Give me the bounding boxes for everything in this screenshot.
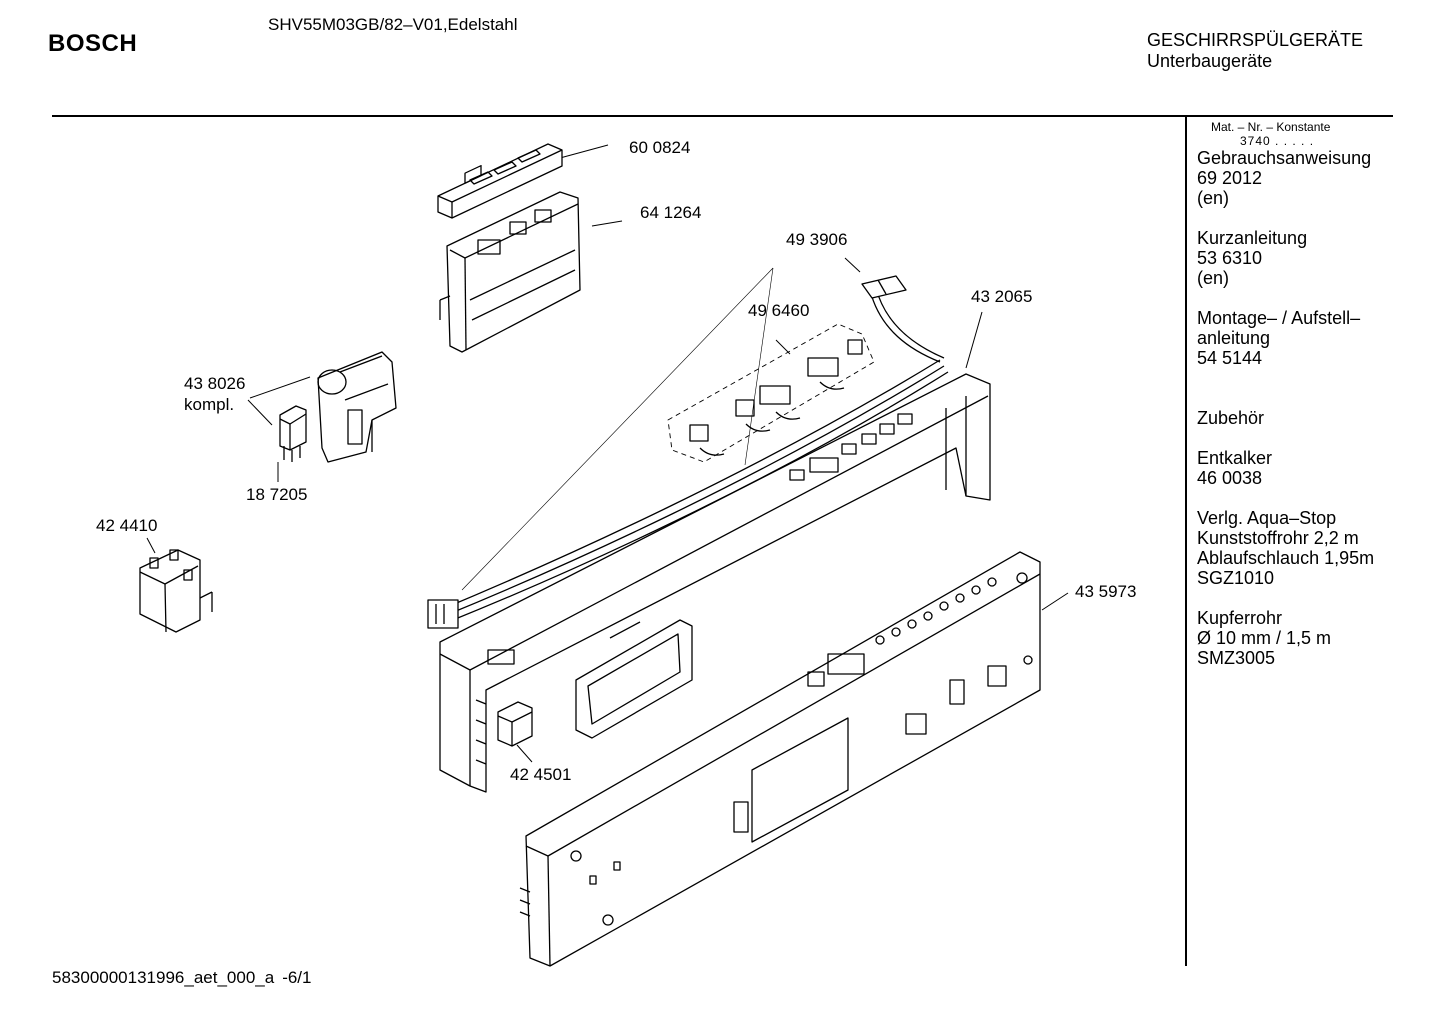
footer: 58300000131996_aet_000_a -6/1 bbox=[52, 968, 311, 988]
aquastop-line-2: Kunststoffrohr 2,2 m bbox=[1197, 528, 1359, 548]
part-label-424410: 42 4410 bbox=[96, 516, 158, 535]
mat-value: 3740 . . . . . bbox=[1240, 134, 1315, 148]
part-label-187205: 18 7205 bbox=[246, 485, 308, 504]
part-handle bbox=[575, 619, 693, 739]
aquastop-line-3: Ablaufschlauch 1,95m bbox=[1197, 548, 1375, 568]
kupfer-title: Kupferrohr bbox=[1197, 608, 1283, 628]
header-divider bbox=[52, 115, 1393, 117]
part-label-kompl: kompl. bbox=[184, 395, 235, 414]
sidebar: Mat. – Nr. – Konstante 3740 . . . . . Ge… bbox=[1197, 120, 1374, 668]
category-title: GESCHIRRSPÜLGERÄTE bbox=[1147, 30, 1364, 50]
part-label-641264: 64 1264 bbox=[640, 203, 702, 222]
sheet-number: -6/1 bbox=[282, 968, 312, 987]
category-subtitle: Unterbaugeräte bbox=[1147, 51, 1273, 71]
gebrauch-number: 69 2012 bbox=[1197, 168, 1263, 188]
part-label-432065: 43 2065 bbox=[971, 287, 1033, 306]
kurz-title: Kurzanleitung bbox=[1197, 228, 1308, 248]
brand-logo: BOSCH bbox=[48, 30, 138, 57]
document-id: 58300000131996_aet_000_a bbox=[52, 968, 275, 987]
exploded-view-drawing bbox=[139, 143, 1069, 967]
part-relay bbox=[139, 549, 213, 633]
model-number: SHV55M03GB/82–V01,Edelstahl bbox=[268, 15, 518, 34]
aquastop-number: SGZ1010 bbox=[1197, 568, 1275, 588]
part-label-438026: 43 8026 bbox=[184, 374, 246, 393]
montage-number: 54 5144 bbox=[1197, 348, 1263, 368]
part-label-493906: 49 3906 bbox=[786, 230, 848, 249]
kurz-lang: (en) bbox=[1197, 268, 1230, 288]
entkalker-title: Entkalker bbox=[1197, 448, 1273, 468]
sidebar-divider bbox=[1185, 116, 1187, 966]
montage-title-2: anleitung bbox=[1197, 328, 1271, 348]
entkalker-number: 46 0038 bbox=[1197, 468, 1263, 488]
part-label-424501: 42 4501 bbox=[510, 765, 572, 784]
gebrauch-title: Gebrauchsanweisung bbox=[1197, 148, 1372, 168]
zubehoer-heading: Zubehör bbox=[1197, 408, 1265, 428]
part-label-496460: 49 6460 bbox=[748, 301, 810, 320]
part-label-435973: 43 5973 bbox=[1075, 582, 1137, 601]
kupfer-line-2: Ø 10 mm / 1,5 m bbox=[1197, 628, 1332, 648]
part-door-lock bbox=[317, 351, 397, 463]
part-connector-set bbox=[667, 323, 875, 463]
part-small-block bbox=[497, 701, 533, 747]
part-label-600824: 60 0824 bbox=[629, 138, 691, 157]
aquastop-title: Verlg. Aqua–Stop bbox=[1197, 508, 1337, 528]
part-electronic-module bbox=[439, 191, 581, 353]
leader-lines bbox=[146, 144, 1069, 763]
part-cable-harness bbox=[427, 275, 949, 629]
gebrauch-lang: (en) bbox=[1197, 188, 1230, 208]
part-fascia-frame bbox=[439, 373, 991, 793]
part-control-panel bbox=[519, 551, 1041, 967]
kupfer-number: SMZ3005 bbox=[1197, 648, 1276, 668]
category-block: GESCHIRRSPÜLGERÄTE Unterbaugeräte bbox=[1147, 30, 1363, 72]
kurz-number: 53 6310 bbox=[1197, 248, 1263, 268]
part-control-cover bbox=[437, 143, 563, 219]
part-micro-switch bbox=[279, 405, 307, 462]
mat-label: Mat. – Nr. – Konstante bbox=[1211, 120, 1331, 134]
montage-title: Montage– / Aufstell– bbox=[1197, 308, 1361, 328]
